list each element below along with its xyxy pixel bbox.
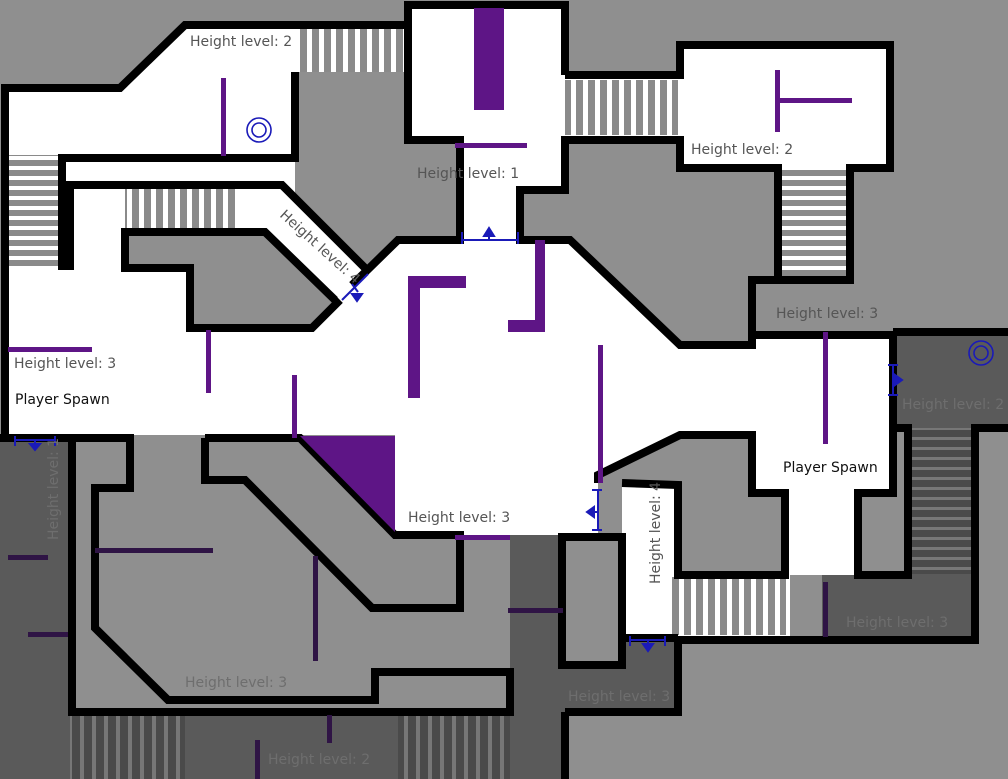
door-top-center [461, 226, 519, 244]
grey-pocket-top-center [295, 72, 460, 270]
stairs-inner-left [125, 186, 240, 232]
label-hl4-vertical: Height level: 4 [648, 482, 664, 584]
door-diagonal [341, 273, 369, 303]
cover-hook-horizontal [508, 320, 545, 332]
cover-lower-line-hl3 [455, 535, 510, 540]
cover-triangle [300, 436, 395, 532]
cover-l-vertical [408, 276, 420, 398]
label-hl3-bottom-mid: Height level: 3 [568, 689, 670, 705]
door-arrow-icon [585, 505, 595, 519]
door-arrow-icon [482, 226, 496, 237]
cover-hook-vertical [535, 240, 545, 332]
stairs-bottom-center-right [672, 577, 786, 635]
doors [14, 226, 904, 653]
cover-objects-dim [8, 548, 828, 779]
stairs-bottom-mid-dark [398, 715, 510, 779]
wall-outer-top-left [1, 1, 569, 438]
wall-lower-diagonal [201, 434, 464, 612]
objective-ring-icon [246, 117, 272, 143]
door-right-side [888, 364, 904, 396]
cover-top-left-line [221, 78, 226, 156]
stairs-left-vertical [8, 155, 60, 270]
cover-dim-f [327, 715, 332, 743]
cover-l-horizontal [408, 276, 466, 288]
stairs-top-left [295, 28, 408, 72]
lower-floor-bottom-mid-dark [510, 535, 565, 712]
cover-left-line-b [292, 375, 297, 438]
cover-dim-c [8, 555, 48, 560]
label-hl2-far-right: Height level: 2 [902, 397, 1004, 413]
door-arrow-icon [641, 643, 655, 653]
grey-pocket-pillar [562, 537, 622, 665]
cover-center-line [598, 345, 603, 483]
cover-top-center-block [474, 8, 504, 110]
cover-right-line [823, 332, 828, 444]
door-arrow-icon [350, 293, 364, 303]
label-player-spawn-left: Player Spawn [15, 392, 110, 408]
grey-pocket-right-upper [520, 140, 778, 345]
door-center-lower [585, 489, 602, 531]
grey-pocket-lower-diagonal [205, 438, 460, 608]
stairs-bottom-left-dark [70, 715, 185, 779]
cover-dim-b [313, 556, 318, 661]
wall-right-outer [752, 331, 912, 579]
wall-outer-top-right [516, 41, 894, 349]
cover-dim-h [823, 582, 828, 637]
label-hl3-bottom-left: Height level: 3 [185, 675, 287, 691]
wall-inner-block [66, 181, 368, 271]
cover-top-right-t-vertical [775, 70, 780, 132]
grey-pocket-right-lower [598, 435, 785, 575]
stairs-far-right-dark [908, 428, 975, 574]
door-arrow-icon [27, 443, 43, 452]
cover-dim-g [255, 740, 260, 779]
wall-lower-outer-left [0, 434, 514, 716]
wall-bottom-right-area [565, 424, 1008, 716]
label-hl3-right: Height level: 3 [776, 306, 878, 322]
label-hl1-top: Height level: 1 [417, 166, 519, 182]
label-hl3-bottom-right: Height level: 3 [846, 615, 948, 631]
door-left-bottom [14, 436, 56, 452]
label-hl3-center: Height level: 3 [408, 510, 510, 526]
wall-upper-inner-left [58, 72, 299, 270]
door-bottom-center [629, 636, 666, 653]
cover-top-right-t-horizontal [780, 98, 852, 103]
wall-ramp-block [121, 228, 343, 332]
wall-top-center-room [349, 25, 464, 288]
label-player-spawn-right: Player Spawn [783, 460, 878, 476]
cover-dim-a [95, 548, 213, 553]
door-arrow-icon [894, 373, 904, 387]
label-hl2-top-left: Height level: 2 [190, 34, 292, 50]
wall-pillar [558, 533, 626, 669]
grey-pocket-ramp [125, 232, 335, 328]
label-hl2-bottom: Height level: 2 [268, 752, 370, 768]
cover-top-center-line [455, 143, 527, 148]
label-hl-left-vertical: Height level: 1 [46, 438, 62, 540]
cover-left-line-a [206, 330, 211, 393]
wall-right-lower-pocket [594, 431, 789, 579]
cover-dim-d [28, 632, 68, 637]
label-hl3-left: Height level: 3 [14, 356, 116, 372]
stairs-top-right [565, 80, 678, 135]
label-hl2-top-right: Height level: 2 [691, 142, 793, 158]
cover-objects [8, 8, 852, 540]
stairs-right-vertical [782, 168, 850, 280]
objective-ring-icon [968, 340, 994, 366]
cover-dim-e [508, 608, 563, 613]
cover-left-spawn-line [8, 347, 92, 352]
lower-inner-area [72, 438, 510, 712]
